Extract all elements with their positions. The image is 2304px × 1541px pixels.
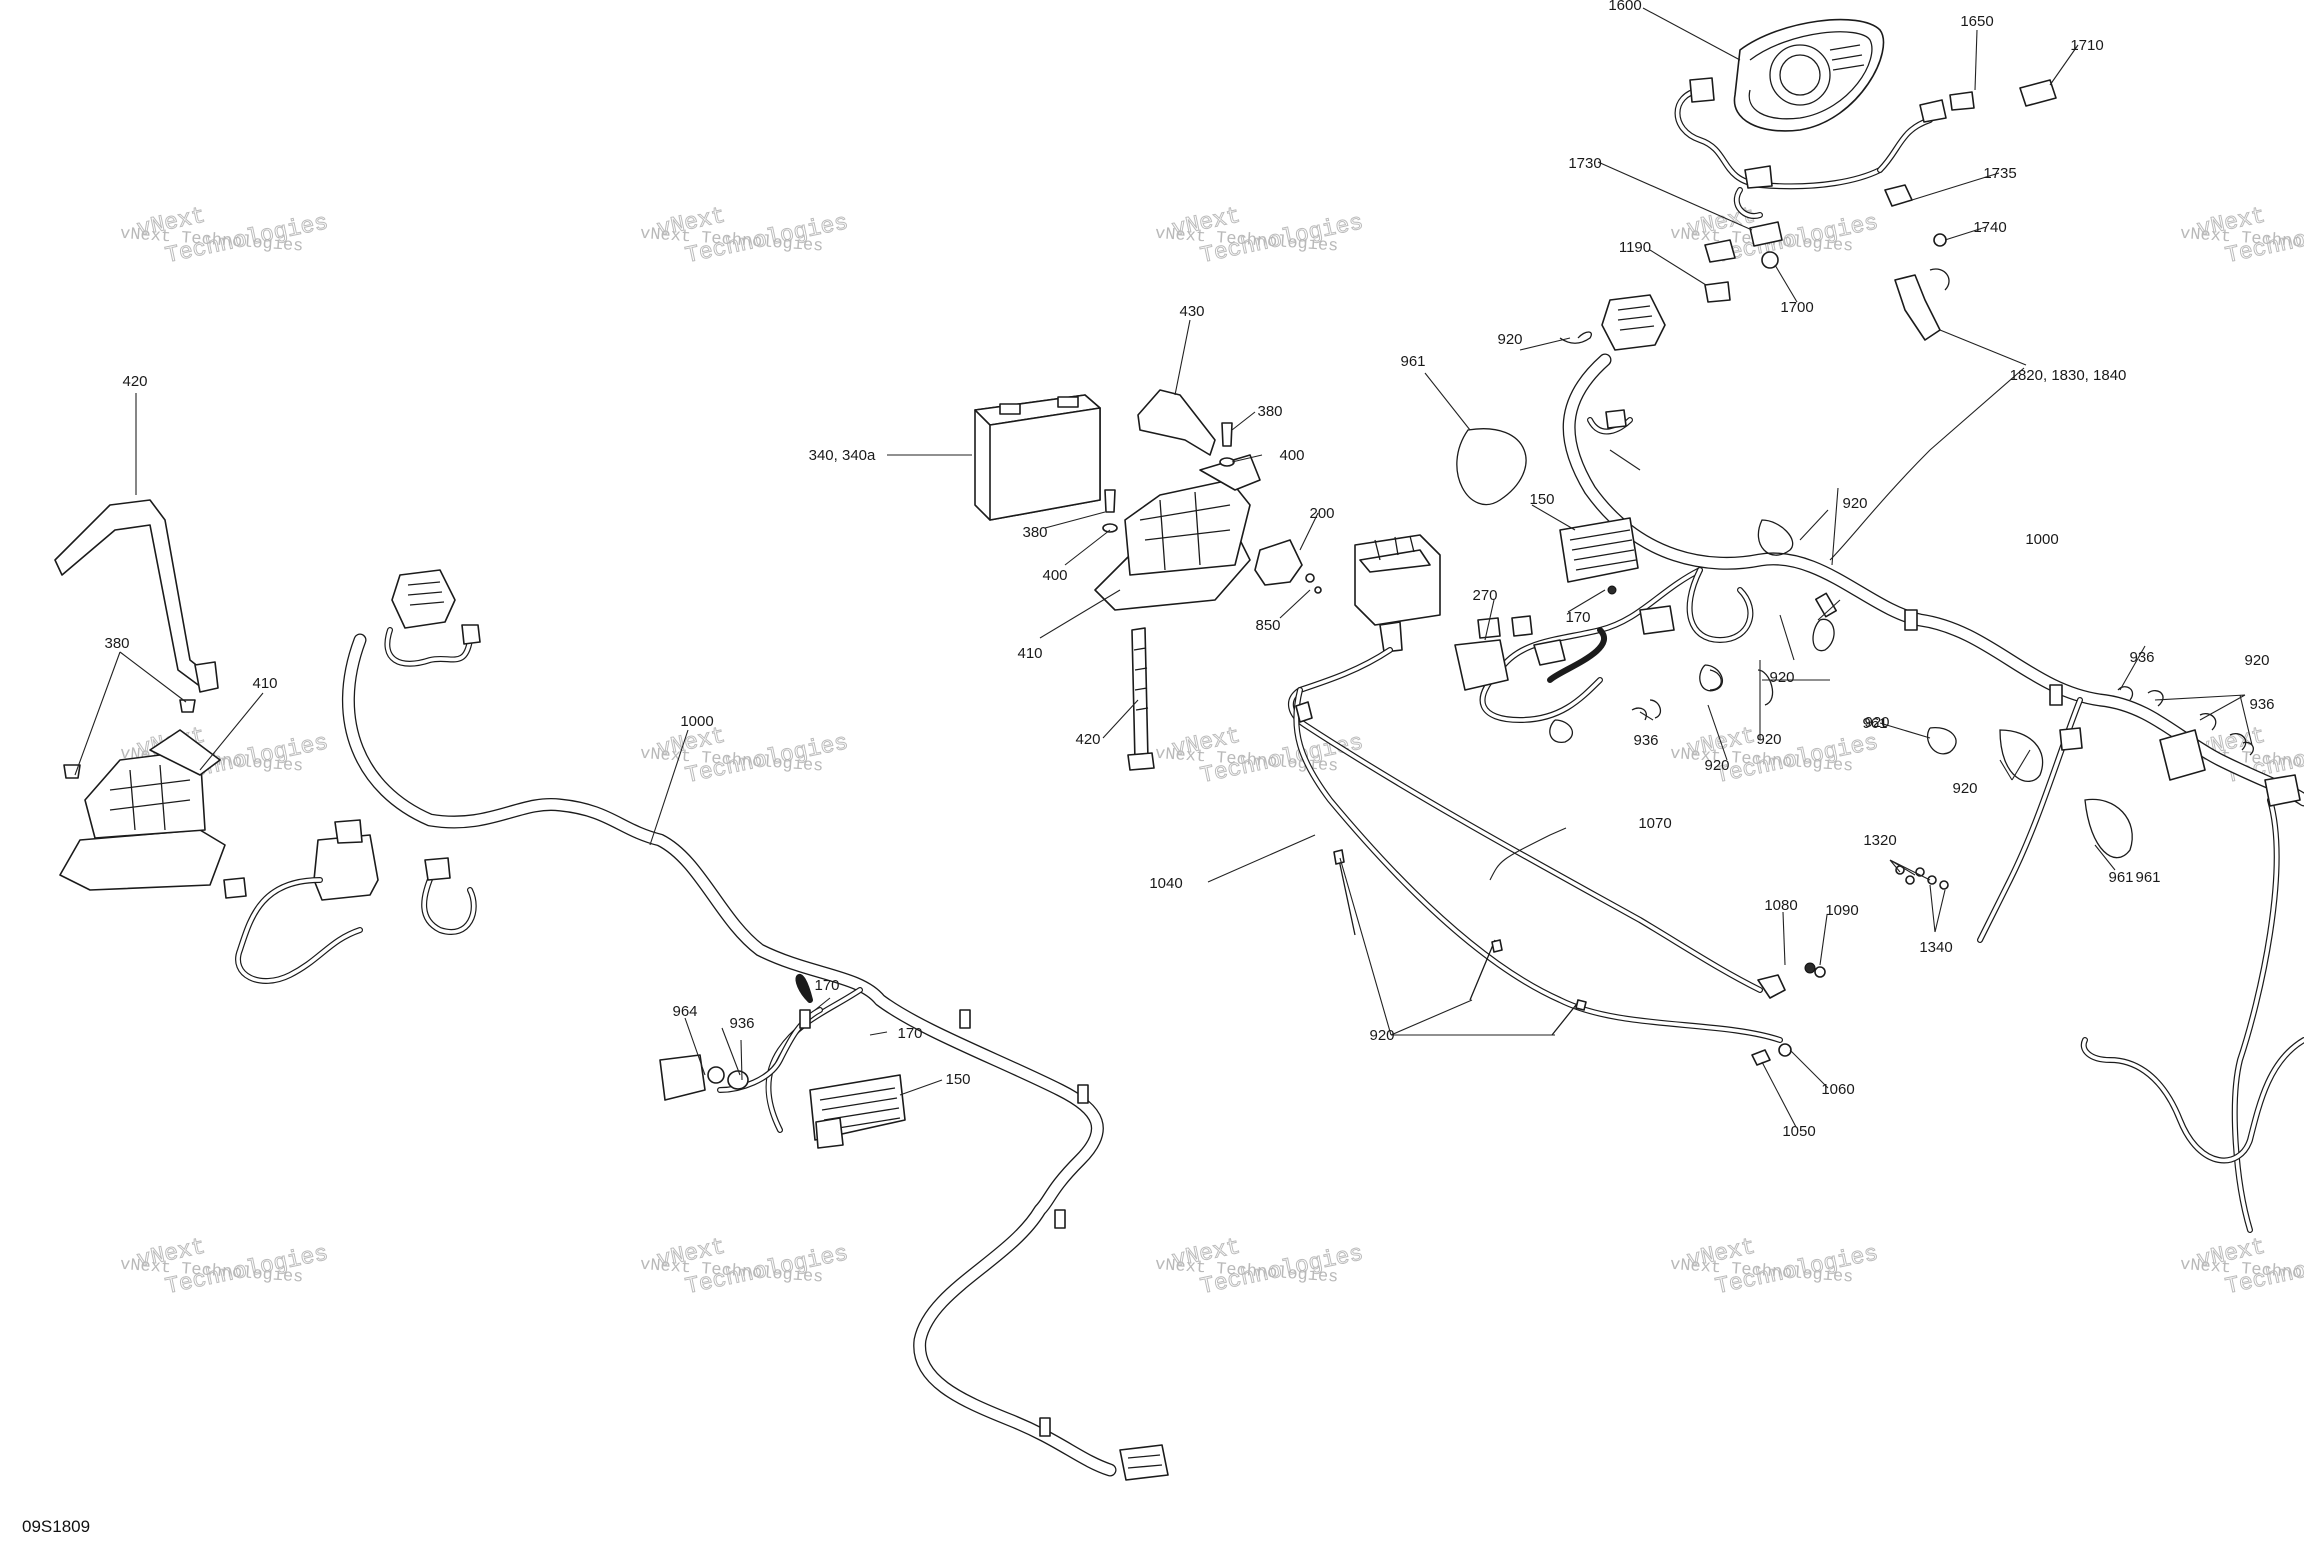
callout-label: 1740 (1973, 219, 2006, 236)
callout-label: 1730 (1568, 155, 1601, 172)
callout-label: 920 (2244, 652, 2269, 669)
screws-1320-1340 (1895, 865, 1949, 890)
callout-label: 961 (1862, 715, 1887, 732)
callout-label: 936 (1633, 732, 1658, 749)
callout-label: 400 (1279, 447, 1304, 464)
callout-label: 961 (1400, 353, 1425, 370)
callout-label: 1650 (1960, 13, 1993, 30)
starter-relay-200 (1254, 539, 1322, 594)
callout-label: 430 (1179, 303, 1204, 320)
battery-340 (974, 394, 1101, 521)
harness-1000-right (1454, 294, 2304, 1233)
callout-label: 1735 (1983, 165, 2016, 182)
callout-label: 150 (945, 1071, 970, 1088)
callout-label: 170 (1565, 609, 1590, 626)
callout-label: 270 (1472, 587, 1497, 604)
strap-420-center (1127, 627, 1155, 771)
callout-label: 1050 (1782, 1123, 1815, 1140)
screws-380-center (1102, 422, 1235, 533)
callout-label: 1600 (1608, 0, 1641, 14)
callout-label: 380 (104, 635, 129, 652)
callout-label: 1820, 1830, 1840 (2010, 367, 2127, 384)
harness-1000-left (223, 569, 1169, 1481)
callout-label: 1190 (1619, 239, 1651, 256)
callout-label: 150 (1529, 491, 1554, 508)
callout-label: 936 (2129, 649, 2154, 666)
callout-label: 340, 340a (809, 447, 876, 464)
callout-label: 420 (122, 373, 147, 390)
callout-label: 936 (729, 1015, 754, 1032)
callout-label: 420 (1075, 731, 1100, 748)
regulator-150-left (809, 1074, 906, 1149)
cable-ties-920-center (1333, 849, 1587, 1036)
connector-964-left (659, 1009, 811, 1101)
screw-380-left (63, 699, 196, 779)
callout-label: 850 (1255, 617, 1280, 634)
callout-label: 380 (1022, 524, 1047, 541)
callout-label: 961 (2108, 869, 2133, 886)
figure-code: 09S1809 (22, 1517, 90, 1536)
callout-label: 1320 (1863, 832, 1896, 849)
callout-label: 1070 (1638, 815, 1671, 832)
callout-label: 1060 (1821, 1081, 1854, 1098)
callout-label: 1700 (1780, 299, 1813, 316)
callout-label: 920 (1369, 1027, 1394, 1044)
callout-label: 1080 (1764, 897, 1797, 914)
callout-label: 920 (1769, 669, 1794, 686)
callout-label: 410 (1017, 645, 1042, 662)
cable-1070-terminal (1751, 962, 1826, 1066)
callout-label: 961 (2135, 869, 2160, 886)
callout-label: 964 (672, 1003, 697, 1020)
callout-label: 920 (1704, 757, 1729, 774)
callout-label: 1090 (1825, 902, 1858, 919)
callout-label: 1000 (2025, 531, 2058, 548)
callout-label: 1040 (1149, 875, 1182, 892)
cover-430 (1137, 389, 1216, 456)
leader-lines (74, 7, 2253, 1128)
callout-label: 920 (1756, 731, 1781, 748)
callout-label: 1000 (680, 713, 713, 730)
callout-label: 400 (1042, 567, 1067, 584)
callout-label: 1710 (2070, 37, 2103, 54)
callout-label: 936 (2249, 696, 2274, 713)
cable-1040 (1288, 647, 1783, 1043)
bracket-410-left (59, 729, 226, 891)
callout-label: 410 (252, 675, 277, 692)
callout-label: 380 (1257, 403, 1282, 420)
battery-tray-410 (1094, 454, 1261, 611)
loops-961-and-clips-920 (1456, 331, 2254, 859)
callout-label: 200 (1309, 505, 1334, 522)
callout-labels: 1600 1650 1710 1735 1740 1730 1190 1700 1820, 18… (104, 0, 2274, 1140)
callout-label: 170 (814, 977, 839, 994)
callout-label: 920 (1864, 714, 1889, 731)
callout-label: 1340 (1919, 939, 1952, 956)
strap-420-left (54, 499, 219, 693)
callout-label: 920 (1952, 780, 1977, 797)
callout-label: 920 (1497, 331, 1522, 348)
callout-label: 920 (1842, 495, 1867, 512)
callout-label: 170 (897, 1025, 922, 1042)
fuse-box (1354, 534, 1441, 653)
